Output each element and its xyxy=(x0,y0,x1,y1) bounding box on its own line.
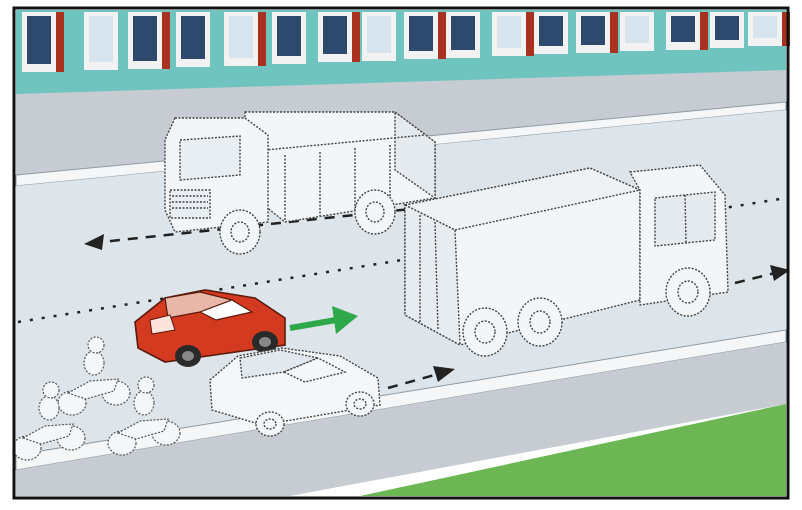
facade-red-panel xyxy=(700,12,708,50)
motorcycle-part xyxy=(84,351,104,375)
motorcycle-part xyxy=(134,391,154,415)
window-glass xyxy=(27,16,51,64)
facade-red-panel xyxy=(258,12,266,66)
window-glass xyxy=(671,16,695,42)
window-glass xyxy=(581,16,605,45)
window-glass xyxy=(89,16,113,62)
window-glass xyxy=(409,16,433,51)
window-glass xyxy=(539,16,563,46)
motorcycle-part xyxy=(39,396,59,420)
window-glass xyxy=(323,16,347,54)
motorcycle-part xyxy=(43,382,59,398)
window-glass xyxy=(277,16,301,56)
facade-red-panel xyxy=(438,12,446,59)
motorcycle-part xyxy=(138,377,154,393)
window-glass xyxy=(715,16,739,40)
window-glass xyxy=(753,16,777,38)
window-glass xyxy=(367,16,391,53)
facade-red-panel xyxy=(56,12,64,72)
facade-red-panel xyxy=(352,12,360,62)
facade-red-panel xyxy=(526,12,534,56)
window-glass xyxy=(229,16,253,58)
facade-red-panel xyxy=(610,12,618,53)
window-glass xyxy=(181,16,205,59)
facade-red-panel xyxy=(162,12,170,69)
window-glass xyxy=(133,16,157,61)
window-glass xyxy=(497,16,521,48)
motorcycle-part xyxy=(88,337,104,353)
window-glass xyxy=(451,16,475,50)
window-glass xyxy=(625,16,649,43)
